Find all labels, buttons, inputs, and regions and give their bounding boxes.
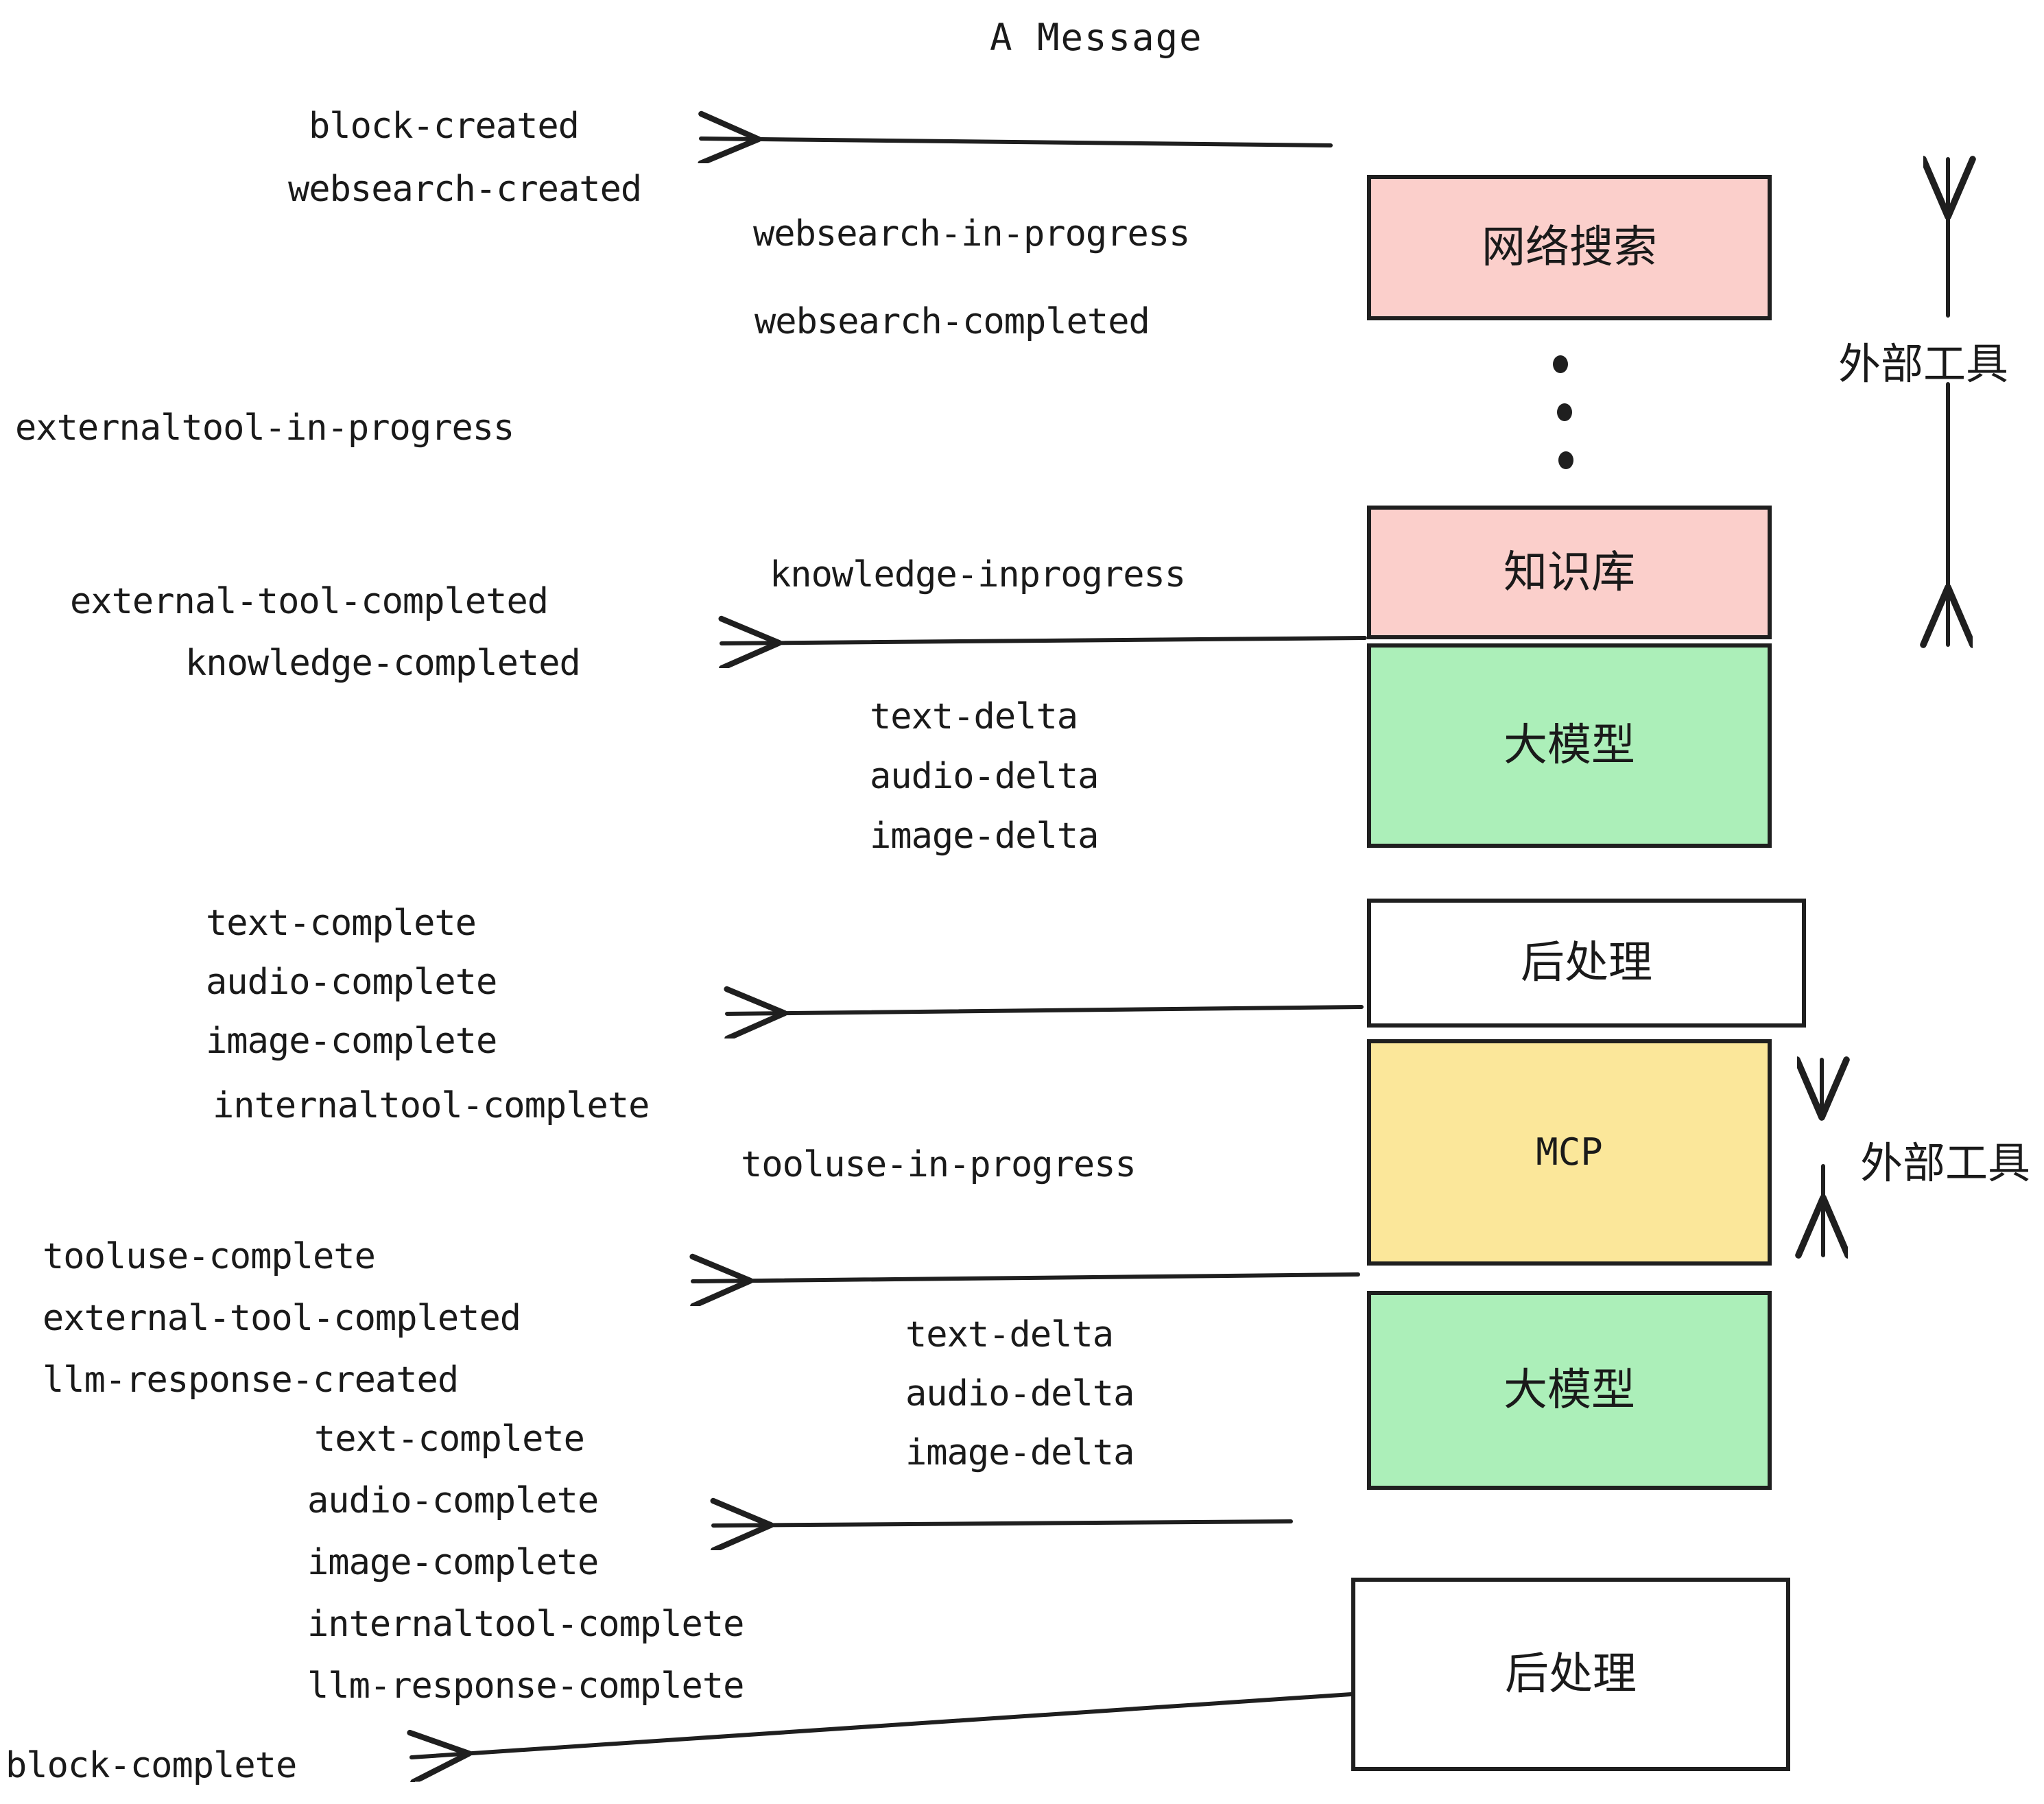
page-title: A Message [990, 16, 1203, 59]
node-box-knowledge: 知识库 [1367, 506, 1772, 639]
node-box-llm-2: 大模型 [1367, 1291, 1772, 1490]
event-label-external-tool-completed-1: external-tool-completed [70, 581, 549, 622]
node-box-post-1: 后处理 [1367, 899, 1806, 1028]
event-label-audio-delta-1: audio-delta [870, 756, 1099, 797]
event-label-internaltool-complete-1: internaltool-complete [213, 1085, 650, 1126]
node-box-label: 大模型 [1504, 1365, 1635, 1416]
event-label-text-complete-1: text-complete [206, 903, 477, 944]
event-label-audio-delta-2: audio-delta [905, 1373, 1134, 1414]
event-label-image-complete-1: image-complete [206, 1021, 497, 1062]
event-label-websearch-created: websearch-created [288, 169, 642, 210]
event-label-websearch-completed: websearch-completed [754, 301, 1150, 342]
event-label-llm-response-created: llm-response-created [43, 1360, 459, 1401]
event-label-image-complete-2: image-complete [307, 1542, 599, 1583]
event-label-tooluse-complete: tooluse-complete [43, 1236, 376, 1277]
event-label-text-delta-2: text-delta [905, 1314, 1114, 1355]
event-label-image-delta-2: image-delta [905, 1432, 1134, 1473]
event-label-image-delta-1: image-delta [870, 816, 1099, 857]
event-label-external-tool-completed-2: external-tool-completed [43, 1298, 521, 1339]
node-box-websearch: 网络搜索 [1367, 175, 1772, 320]
arrow-tooluse-complete [693, 1274, 1360, 1281]
event-label-text-complete-2: text-complete [314, 1419, 585, 1460]
node-box-post-2: 后处理 [1351, 1578, 1790, 1771]
node-box-label: MCP [1536, 1130, 1603, 1174]
annotation-external-tools-bottom: 外部工具 [1860, 1138, 2031, 1188]
arrow-block-created [701, 139, 1333, 145]
event-label-text-delta-1: text-delta [870, 696, 1078, 737]
event-label-llm-response-complete: llm-response-complete [307, 1665, 744, 1707]
node-box-label: 后处理 [1505, 1649, 1637, 1700]
node-box-label: 网络搜索 [1482, 222, 1657, 273]
ellipsis-dot [1558, 451, 1573, 469]
node-box-label: 知识库 [1504, 547, 1635, 598]
node-box-label: 大模型 [1504, 720, 1635, 771]
node-box-label: 后处理 [1521, 938, 1652, 988]
arrow-knowledge-completed [722, 638, 1367, 643]
event-label-knowledge-inprogress: knowledge-inprogress [770, 554, 1186, 595]
event-label-websearch-in-progress: websearch-in-progress [753, 213, 1190, 254]
event-label-audio-complete-1: audio-complete [206, 962, 497, 1003]
node-box-llm-1: 大模型 [1367, 643, 1772, 848]
event-label-internaltool-complete-2: internaltool-complete [307, 1604, 744, 1645]
event-label-block-complete: block-complete [5, 1745, 297, 1786]
event-label-knowledge-completed: knowledge-completed [185, 643, 581, 684]
event-label-tooluse-in-progress: tooluse-in-progress [741, 1144, 1137, 1185]
event-label-externaltool-in-progress: externaltool-in-progress [15, 407, 514, 449]
node-box-mcp: MCP [1367, 1039, 1772, 1266]
arrow-audio-complete [713, 1521, 1293, 1526]
arrow-image-complete [727, 1007, 1364, 1014]
ellipsis-dot [1553, 355, 1568, 373]
event-label-block-created: block-created [309, 106, 580, 147]
event-label-audio-complete-2: audio-complete [307, 1480, 599, 1521]
ellipsis-dot [1557, 403, 1572, 421]
annotation-external-tools-top: 外部工具 [1838, 339, 2009, 389]
